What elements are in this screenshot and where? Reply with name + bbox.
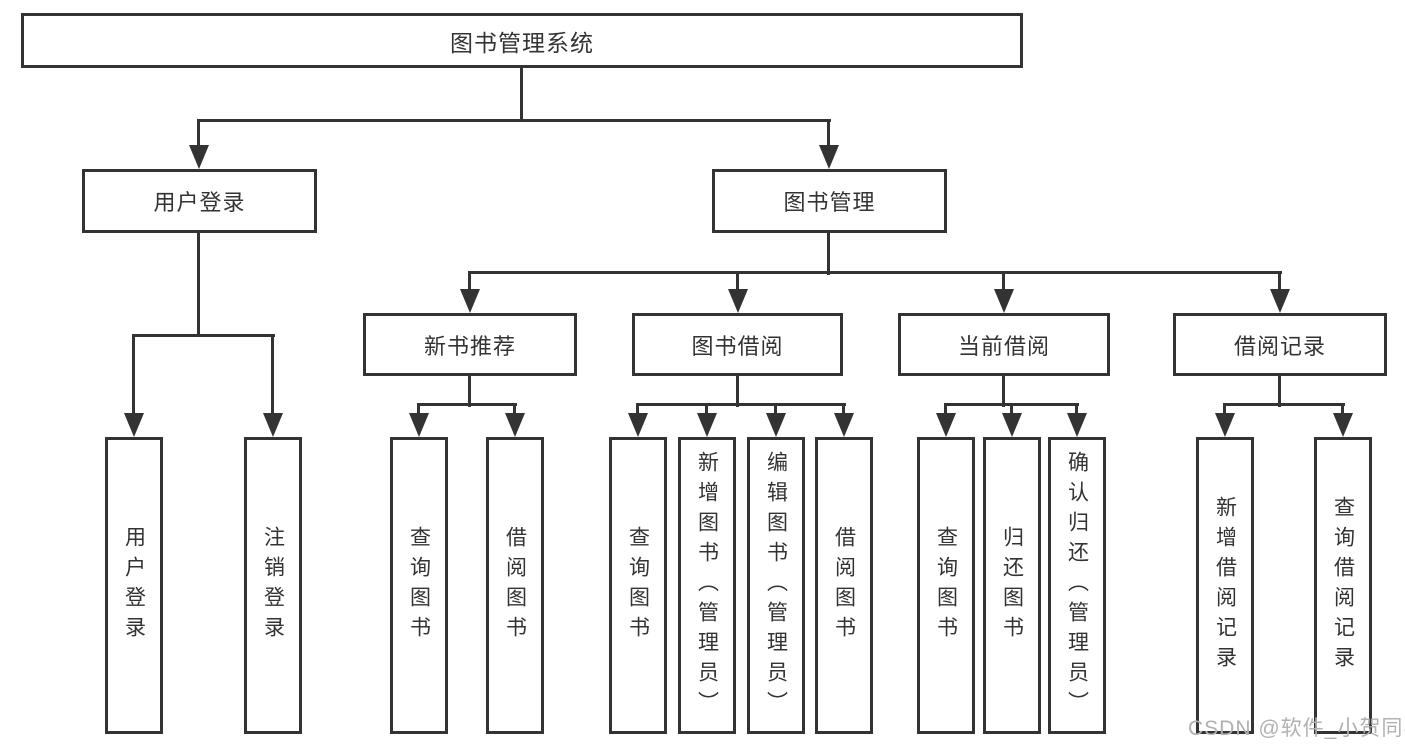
leaf-user-login-label: 用户登录 [122, 525, 146, 646]
leaf-bb-add-books: 新增图书（管理员） [678, 437, 736, 734]
node-book-mgmt-label: 图书管理 [783, 190, 876, 215]
node-new-books: 新书推荐 [363, 313, 577, 376]
watermark: CSDN @软件_小贺同学 [1188, 717, 1405, 740]
leaf-bb-query-books: 查询图书 [609, 437, 667, 734]
connector-user-login-drop [197, 119, 200, 151]
leaf-bb-edit-books: 编辑图书（管理员） [747, 437, 805, 734]
connector-book-borrow-bar [636, 403, 846, 406]
leaf-user-login: 用户登录 [105, 437, 163, 734]
connector-current-borrow-drop [1002, 271, 1005, 305]
node-book-borrow: 图书借阅 [632, 313, 843, 376]
node-current-borrow: 当前借阅 [898, 313, 1110, 376]
connector-leaf-logout-drop [271, 334, 274, 414]
leaf-cb-return-books: 归还图书 [983, 437, 1041, 734]
connector-new-books-bar [417, 403, 517, 406]
connector-root-stub [520, 68, 523, 122]
leaf-bb-query-books-label: 查询图书 [626, 525, 650, 646]
leaf-nb-borrow-books-label: 借阅图书 [503, 525, 527, 646]
leaf-cb-query-books-label: 查询图书 [934, 525, 958, 646]
connector-borrow-records-bar [1223, 403, 1345, 406]
arrow-down-icon [189, 145, 209, 169]
leaf-br-add-record-label: 新增借阅记录 [1213, 495, 1237, 676]
arrow-down-icon [697, 413, 717, 437]
connector-new-books-stub [468, 376, 471, 407]
node-book-mgmt: 图书管理 [712, 169, 947, 233]
arrow-down-icon [834, 413, 854, 437]
leaf-logout: 注销登录 [244, 437, 302, 734]
connector-level2-bar [197, 119, 831, 122]
connector-level3-bar [468, 271, 1282, 274]
connector-new-books-drop [468, 271, 471, 305]
node-borrow-records-label: 借阅记录 [1233, 333, 1326, 359]
arrow-down-icon [1067, 413, 1087, 437]
connector-borrow-records-drop [1278, 271, 1281, 305]
arrow-down-icon [1215, 413, 1235, 437]
arrow-down-icon [409, 413, 429, 437]
connector-book-borrow-stub [736, 376, 739, 407]
arrow-down-icon [819, 145, 839, 169]
leaf-bb-add-books-label: 新增图书（管理员） [695, 450, 719, 721]
arrow-down-icon [994, 289, 1014, 313]
leaf-cb-confirm-return: 确认归还（管理员） [1048, 437, 1106, 734]
leaf-cb-confirm-return-label: 确认归还（管理员） [1065, 450, 1089, 721]
arrow-down-icon [766, 413, 786, 437]
leaf-nb-query-books: 查询图书 [390, 437, 448, 734]
leaf-bb-borrow-books: 借阅图书 [815, 437, 873, 734]
arrow-down-icon [728, 289, 748, 313]
arrow-down-icon [263, 413, 283, 437]
connector-user-login-stub [197, 233, 200, 337]
leaf-cb-query-books: 查询图书 [917, 437, 975, 734]
arrow-down-icon [1333, 413, 1353, 437]
node-borrow-records: 借阅记录 [1173, 313, 1387, 376]
leaf-cb-return-books-label: 归还图书 [1000, 525, 1024, 646]
connector-book-mgmt-stub [827, 233, 830, 275]
leaf-nb-borrow-books: 借阅图书 [486, 437, 544, 734]
connector-current-borrow-stub [1002, 376, 1005, 407]
arrow-down-icon [628, 413, 648, 437]
connector-book-mgmt-drop [827, 119, 830, 151]
node-book-borrow-label: 图书借阅 [691, 333, 784, 359]
node-root: 图书管理系统 [21, 13, 1023, 68]
connector-user-login-bar [132, 334, 275, 337]
connector-leaf-user-login-drop [132, 334, 135, 414]
leaf-br-query-record-label: 查询借阅记录 [1331, 495, 1355, 676]
arrow-down-icon [505, 413, 525, 437]
arrow-down-icon [936, 413, 956, 437]
arrow-down-icon [1002, 413, 1022, 437]
node-user-login-label: 用户登录 [153, 190, 246, 215]
node-new-books-label: 新书推荐 [423, 333, 516, 359]
node-current-borrow-label: 当前借阅 [957, 333, 1050, 359]
leaf-br-query-record: 查询借阅记录 [1314, 437, 1372, 734]
leaf-bb-borrow-books-label: 借阅图书 [832, 525, 856, 646]
leaf-nb-query-books-label: 查询图书 [407, 525, 431, 646]
node-user-login: 用户登录 [82, 169, 317, 233]
arrow-down-icon [460, 289, 480, 313]
connector-borrow-records-stub [1278, 376, 1281, 407]
node-root-label: 图书管理系统 [450, 29, 594, 56]
arrow-down-icon [1270, 289, 1290, 313]
arrow-down-icon [124, 413, 144, 437]
leaf-logout-label: 注销登录 [261, 525, 285, 646]
leaf-br-add-record: 新增借阅记录 [1196, 437, 1254, 734]
connector-book-borrow-drop [736, 271, 739, 305]
leaf-bb-edit-books-label: 编辑图书（管理员） [764, 450, 788, 721]
